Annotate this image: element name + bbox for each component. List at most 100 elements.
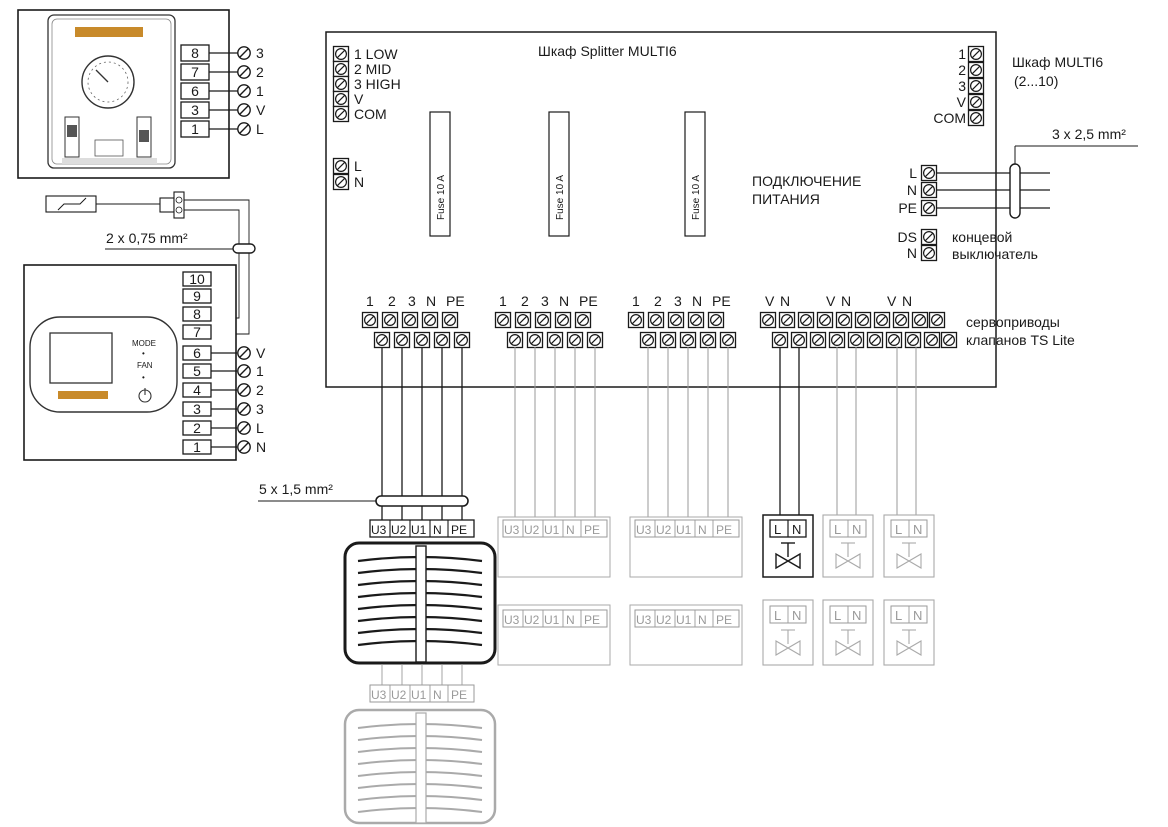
servo-label-1: сервоприводы bbox=[966, 314, 1060, 330]
limit-switch-terminals: DS N bbox=[898, 228, 938, 262]
svg-text:•: • bbox=[142, 349, 145, 358]
svg-text:N: N bbox=[692, 293, 702, 309]
svg-text:U1: U1 bbox=[544, 523, 560, 537]
power-icon[interactable] bbox=[138, 388, 152, 403]
splitter-input-terminals: 1 LOW 2 MID 3 HIGH V COM bbox=[332, 45, 401, 123]
svg-text:PE: PE bbox=[716, 613, 732, 627]
fuse-1: Fuse 10 A bbox=[429, 111, 451, 237]
fan-coil-unit-1-b bbox=[343, 708, 497, 825]
multi6-terminal-com: COM bbox=[933, 110, 966, 126]
multi6-terminal-1: 1 bbox=[958, 46, 966, 62]
fan-1-b-terminal-block: U3 U2 U1 N PE bbox=[369, 664, 475, 703]
valve-4: L N bbox=[762, 599, 814, 666]
svg-text:U2: U2 bbox=[391, 688, 407, 702]
svg-text:N: N bbox=[913, 522, 922, 537]
input-label-high: 3 HIGH bbox=[354, 76, 401, 92]
svg-text:U1: U1 bbox=[676, 523, 692, 537]
splitter-title: Шкаф Splitter MULTI6 bbox=[538, 43, 677, 59]
svg-text:V: V bbox=[256, 102, 266, 118]
fuse-2-label: Fuse 10 A bbox=[555, 175, 566, 220]
svg-text:PE: PE bbox=[584, 613, 600, 627]
svg-text:U1: U1 bbox=[676, 613, 692, 627]
svg-text:N: N bbox=[559, 293, 569, 309]
mode-button-label[interactable]: MODE bbox=[132, 339, 156, 348]
splitter-power-n: N bbox=[354, 174, 364, 190]
svg-text:3: 3 bbox=[256, 45, 264, 61]
svg-text:V: V bbox=[826, 293, 836, 309]
svg-text:3: 3 bbox=[408, 293, 416, 309]
svg-text:N: N bbox=[566, 523, 575, 537]
power-terminals: L N PE bbox=[898, 164, 938, 217]
fuse-1-label: Fuse 10 A bbox=[436, 175, 447, 220]
fan-1-terminal-block: U3 U2 U1 N PE bbox=[369, 519, 475, 538]
svg-text:U3: U3 bbox=[371, 688, 387, 702]
valve-2-wires bbox=[836, 347, 857, 520]
fan-coil-unit-1 bbox=[343, 541, 497, 665]
svg-text:1: 1 bbox=[193, 439, 201, 455]
svg-text:2: 2 bbox=[388, 293, 396, 309]
svg-text:N: N bbox=[841, 293, 851, 309]
svg-text:V: V bbox=[765, 293, 775, 309]
svg-text:U3: U3 bbox=[504, 613, 520, 627]
sonniger-logo bbox=[75, 27, 143, 37]
input-label-low: 1 LOW bbox=[354, 46, 398, 62]
svg-text:N: N bbox=[780, 293, 790, 309]
svg-text:U3: U3 bbox=[636, 613, 652, 627]
svg-text:N: N bbox=[698, 613, 707, 627]
svg-text:U3: U3 bbox=[636, 523, 652, 537]
svg-text:L: L bbox=[895, 608, 902, 623]
svg-text:N: N bbox=[426, 293, 436, 309]
multi6-terminal-2: 2 bbox=[958, 62, 966, 78]
svg-text:L: L bbox=[774, 522, 781, 537]
svg-text:3: 3 bbox=[191, 102, 199, 118]
fuse-3: Fuse 10 A bbox=[684, 111, 706, 237]
fuse-3-label: Fuse 10 A bbox=[691, 175, 702, 220]
sensor-cable-label: 2 x 0,75 mm² bbox=[106, 230, 188, 246]
valve-3: L N bbox=[883, 514, 935, 578]
svg-text:PE: PE bbox=[584, 523, 600, 537]
svg-text:N: N bbox=[792, 522, 801, 537]
svg-text:N: N bbox=[852, 608, 861, 623]
svg-text:U2: U2 bbox=[656, 613, 672, 627]
svg-text:1: 1 bbox=[191, 121, 199, 137]
display-screen bbox=[49, 332, 113, 384]
svg-text:U2: U2 bbox=[524, 613, 540, 627]
valve-2: L N bbox=[822, 514, 874, 578]
fan-button-label[interactable]: FAN bbox=[137, 361, 153, 370]
input-label-mid: 2 MID bbox=[354, 61, 391, 77]
svg-text:L: L bbox=[774, 608, 781, 623]
fan-3-units: U3 U2 U1 N PE U3 U2 U1 N PE bbox=[629, 516, 743, 666]
svg-text:2: 2 bbox=[521, 293, 529, 309]
multi6-terminal-3: 3 bbox=[958, 78, 966, 94]
sonniger-logo bbox=[58, 391, 108, 399]
thermostat-digital-terminals: 10 9 8 7 6 5 4 3 2 1 V 1 2 3 L N bbox=[182, 271, 266, 455]
svg-text:PE: PE bbox=[716, 523, 732, 537]
power-terminal-n: N bbox=[907, 182, 917, 198]
svg-text:N: N bbox=[256, 439, 266, 455]
svg-text:6: 6 bbox=[193, 345, 201, 361]
svg-text:U3: U3 bbox=[371, 523, 387, 537]
svg-text:U2: U2 bbox=[656, 523, 672, 537]
temperature-sensor bbox=[45, 191, 256, 335]
power-terminal-l: L bbox=[909, 165, 917, 181]
limit-switch-label-1: концевой bbox=[952, 229, 1012, 245]
svg-text:2: 2 bbox=[256, 64, 264, 80]
valve-group-labels: V N V N V N bbox=[765, 293, 912, 309]
svg-text:N: N bbox=[902, 293, 912, 309]
servo-label-2: клапанов TS Lite bbox=[966, 332, 1075, 348]
svg-text:9: 9 bbox=[193, 288, 201, 304]
power-cable bbox=[937, 145, 1138, 219]
multi6-terminal-v: V bbox=[957, 94, 967, 110]
svg-text:2: 2 bbox=[654, 293, 662, 309]
power-terminal-pe: PE bbox=[898, 200, 917, 216]
svg-text:U3: U3 bbox=[504, 523, 520, 537]
svg-text:2: 2 bbox=[193, 420, 201, 436]
svg-text:PE: PE bbox=[451, 688, 467, 702]
svg-text:L: L bbox=[834, 608, 841, 623]
svg-text:L: L bbox=[256, 420, 264, 436]
input-label-com: COM bbox=[354, 106, 387, 122]
fan-3-wires bbox=[647, 347, 729, 520]
svg-text:N: N bbox=[913, 608, 922, 623]
svg-text:N: N bbox=[566, 613, 575, 627]
limit-switch-n: N bbox=[907, 245, 917, 261]
